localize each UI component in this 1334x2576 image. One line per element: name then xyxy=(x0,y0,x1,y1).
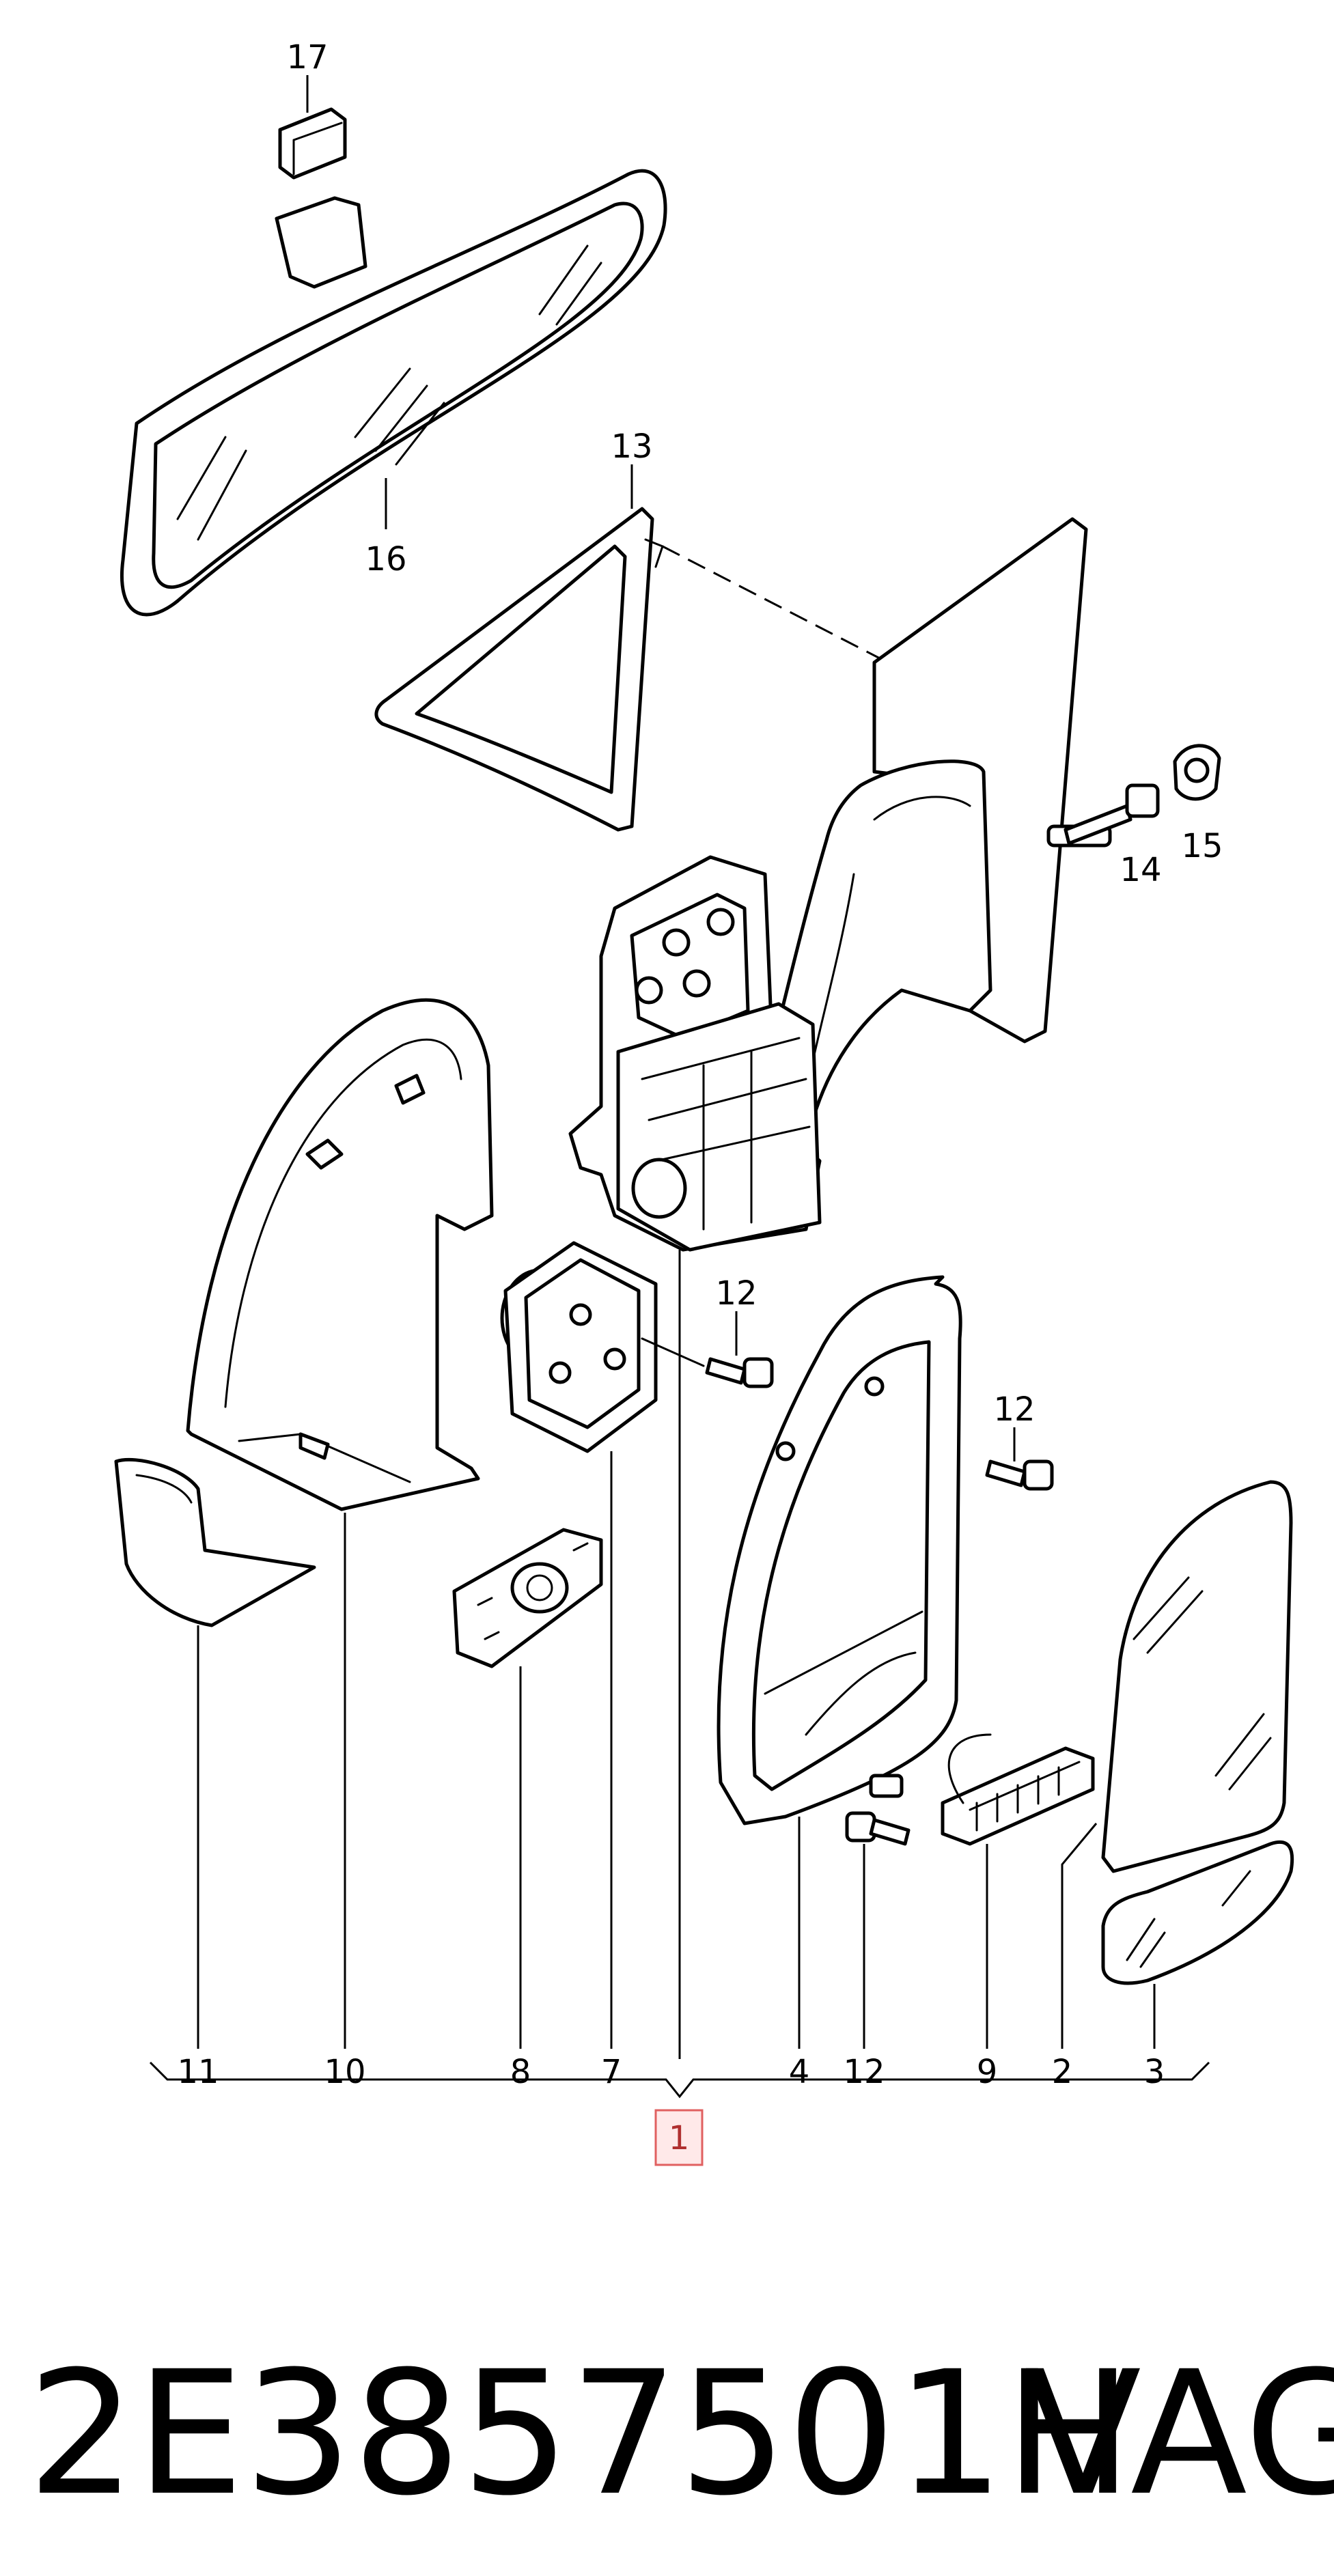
part-number: 2E3857501H xyxy=(27,2334,1132,2533)
gasket-part-8 xyxy=(452,1528,603,1668)
highlight-box-1 xyxy=(654,2109,704,2166)
lamp-part-9 xyxy=(869,1733,1095,1846)
leader-2 xyxy=(1061,1823,1098,2049)
housing-cover-part-10 xyxy=(186,998,494,1511)
callout-12-b: 12 xyxy=(993,1390,1035,1429)
callout-16: 16 xyxy=(365,540,406,578)
dashed-guide xyxy=(662,545,882,660)
callout-3: 3 xyxy=(1144,2053,1165,2091)
callout-12-c: 12 xyxy=(843,2053,885,2091)
callout-17: 17 xyxy=(286,38,328,76)
assembly-brace xyxy=(149,2061,1210,2099)
callout-13: 13 xyxy=(611,428,652,466)
callout-12-a: 12 xyxy=(715,1274,757,1313)
mirror-arm-bracket xyxy=(568,517,1112,1252)
callout-10: 10 xyxy=(324,2053,365,2091)
motor-plate-part-7 xyxy=(500,1241,705,1453)
screw-part-12-c xyxy=(845,1811,911,1846)
lower-glass-part-3 xyxy=(1101,1840,1294,1985)
screw-part-12-a xyxy=(705,1357,774,1388)
callout-8: 8 xyxy=(510,2053,531,2091)
callout-7: 7 xyxy=(601,2053,622,2091)
callout-1: 1 xyxy=(669,2119,690,2157)
screw-part-12-b xyxy=(985,1459,1054,1491)
callout-2: 2 xyxy=(1052,2053,1073,2091)
mirror-glass-part-2 xyxy=(1101,1480,1293,1873)
triangle-trim-part-13 xyxy=(374,507,664,832)
brand-name: VAG xyxy=(1025,2334,1334,2533)
callout-11: 11 xyxy=(177,2053,219,2091)
lower-cap-part-11 xyxy=(114,1457,316,1627)
callout-4: 4 xyxy=(789,2053,810,2091)
nut-part-15 xyxy=(1173,744,1221,801)
screw-part-14 xyxy=(1064,783,1160,845)
glass-frame-part-4 xyxy=(717,1275,962,1825)
clip-part-17 xyxy=(278,107,347,180)
callout-14: 14 xyxy=(1120,851,1161,889)
callout-9: 9 xyxy=(977,2053,998,2091)
callout-15: 15 xyxy=(1181,827,1223,865)
interior-mirror-part-16 xyxy=(120,169,667,617)
